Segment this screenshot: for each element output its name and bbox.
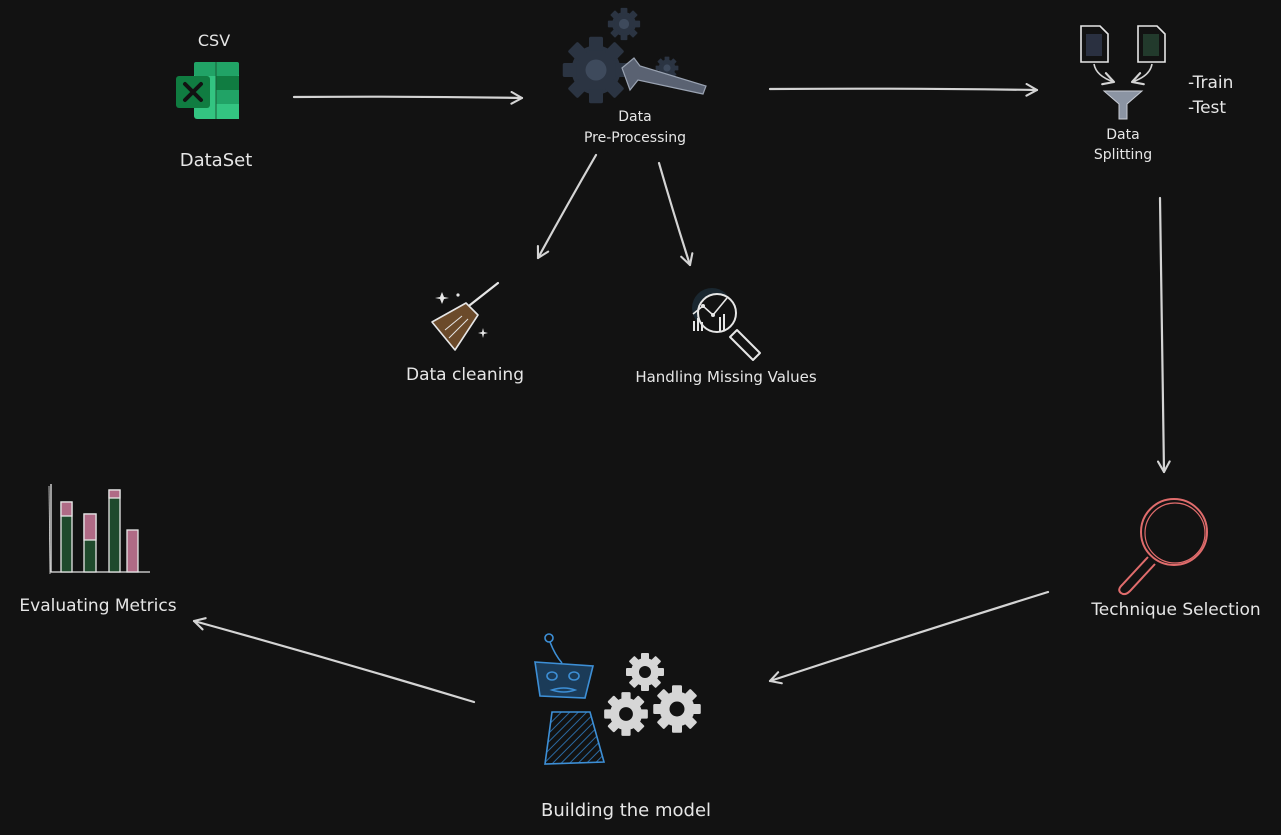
splitting-label-line1: Data	[1106, 127, 1139, 143]
arrow-splitting-to-technique	[1156, 196, 1171, 474]
document-right-icon	[1137, 25, 1166, 63]
node-building[interactable]: Building the model	[534, 633, 711, 821]
node-dataset[interactable]: CSV DataSet	[176, 31, 252, 171]
robot-gears-icon	[534, 633, 701, 765]
preprocessing-label-line2: Pre-Processing	[584, 130, 686, 146]
arrow-dataset-to-preprocessing	[292, 90, 524, 105]
splitting-label-line2: Splitting	[1094, 147, 1152, 163]
documents-funnel-icon	[1080, 25, 1166, 120]
dataset-caption: CSV	[198, 31, 230, 50]
gear-icon	[604, 692, 648, 736]
node-cleaning[interactable]: Data cleaning	[406, 281, 524, 385]
arrow-preprocessing-to-cleaning	[536, 153, 598, 260]
technique-label: Technique Selection	[1090, 600, 1260, 620]
node-missing[interactable]: Handling Missing Values	[635, 288, 817, 386]
robot-icon	[534, 633, 606, 765]
magnifier-chart-icon	[692, 288, 761, 361]
node-preprocessing[interactable]: Data Pre-Processing	[562, 7, 707, 146]
arrows	[192, 82, 1171, 704]
node-metrics[interactable]: Evaluating Metrics	[19, 484, 177, 616]
splitting-note-test: -Test	[1188, 98, 1226, 118]
broom-icon	[431, 281, 500, 351]
preprocessing-label-line1: Data	[618, 109, 651, 125]
excel-icon	[176, 62, 239, 119]
arrow-preprocessing-to-splitting	[768, 82, 1039, 97]
node-technique[interactable]: Technique Selection	[1090, 498, 1261, 620]
building-label: Building the model	[541, 800, 711, 821]
sparkle-icon	[435, 292, 488, 338]
gears-wrench-icon	[562, 7, 707, 104]
missing-label: Handling Missing Values	[635, 368, 817, 386]
bar-chart-icon	[48, 484, 150, 575]
dataset-label: DataSet	[180, 150, 253, 171]
metrics-label: Evaluating Metrics	[19, 596, 176, 616]
gear-icon	[626, 653, 664, 691]
node-splitting[interactable]: Data Splitting -Train -Test	[1080, 25, 1233, 163]
magnifier-icon	[1118, 498, 1208, 596]
splitting-note-train: -Train	[1188, 73, 1233, 93]
arrow-technique-to-building	[768, 590, 1050, 685]
cleaning-label: Data cleaning	[406, 365, 524, 385]
document-left-icon	[1080, 25, 1109, 63]
arrow-building-to-metrics	[192, 617, 476, 704]
arrow-preprocessing-to-missing	[657, 161, 694, 267]
gear-icon	[653, 685, 701, 733]
